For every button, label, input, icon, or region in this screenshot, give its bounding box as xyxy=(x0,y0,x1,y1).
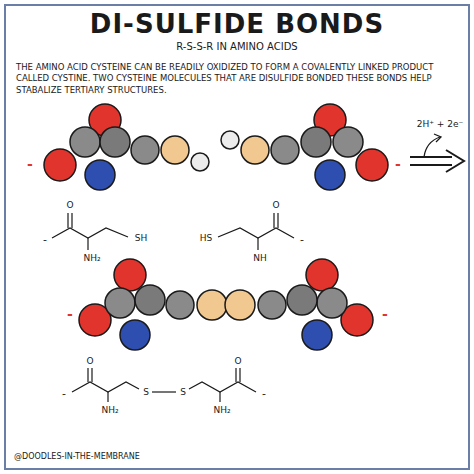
atom-label: O xyxy=(86,356,93,366)
charge: - xyxy=(43,234,47,247)
atom-label: S xyxy=(180,387,186,397)
skeletal-formula-left xyxy=(52,213,128,250)
credit: @DOODLES-IN-THE-MEMBRANE xyxy=(14,452,140,461)
cysteine-model-left xyxy=(44,104,209,190)
atom-label: NH₂ xyxy=(213,405,230,415)
subtitle: R-S-S-R IN AMINO ACIDS xyxy=(176,41,297,53)
atom-label: NH₂ xyxy=(83,253,100,263)
atom-label: O xyxy=(66,200,73,210)
title: DI-SULFIDE BONDS xyxy=(90,10,384,40)
atom-label: NH₂ xyxy=(101,405,118,415)
cysteine-model-right xyxy=(221,104,388,190)
atom-label: HS xyxy=(200,233,212,243)
skeletal-formula-right xyxy=(218,213,294,250)
charge: - xyxy=(395,156,401,172)
charge: - xyxy=(62,388,66,401)
atom-label: O xyxy=(234,356,241,366)
charge: - xyxy=(67,306,73,322)
atom-label: SH xyxy=(135,233,147,243)
atom-label: S xyxy=(143,387,149,397)
charge: - xyxy=(262,388,266,401)
charge: - xyxy=(27,156,33,172)
reaction-arrow xyxy=(410,134,464,172)
skeletal-formula-cystine xyxy=(72,368,256,402)
atom-label: O xyxy=(272,200,279,210)
cystine-model xyxy=(79,259,373,350)
charge: - xyxy=(382,306,388,322)
atom-label: NH xyxy=(253,253,267,263)
reaction-label: 2H⁺ + 2e⁻ xyxy=(417,119,464,129)
frame xyxy=(5,5,469,469)
paragraph: THE AMINO ACID CYSTEINE CAN BE READILY O… xyxy=(16,62,458,96)
charge: - xyxy=(300,234,304,247)
